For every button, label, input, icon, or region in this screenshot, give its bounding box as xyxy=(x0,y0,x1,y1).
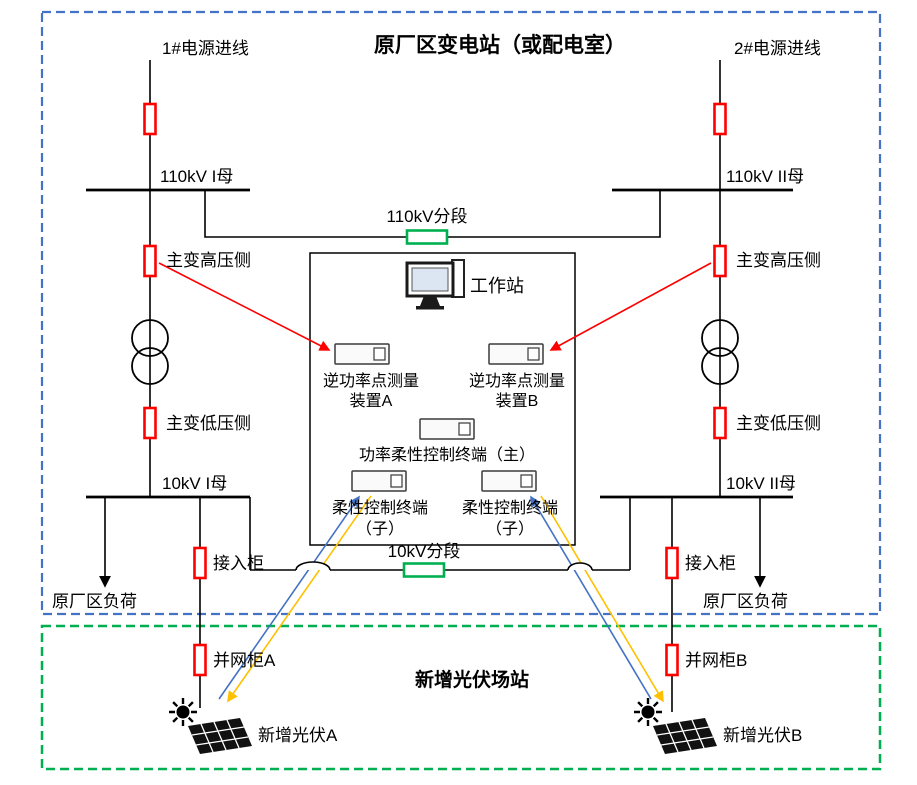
label-pv-b: 新增光伏B xyxy=(723,726,802,745)
pv-icon-b xyxy=(634,698,717,754)
label-master-terminal: 功率柔性控制终端（主） xyxy=(359,446,535,464)
blue-link-a xyxy=(218,495,360,700)
transformer-1 xyxy=(131,319,169,385)
label-meter-b-line2: 装置B xyxy=(496,392,539,410)
label-bus-110kv-1: 110kV I母 xyxy=(160,167,233,186)
yellow-link-b xyxy=(540,495,664,703)
label-meter-a-line2: 装置A xyxy=(350,392,393,410)
substation-title: 原厂区变电站（或配电室） xyxy=(374,33,626,57)
label-hv-side-2: 主变高压侧 xyxy=(736,251,821,270)
pv-icon-a xyxy=(169,698,252,754)
pv-zone-title: 新增光伏场站 xyxy=(415,668,529,691)
label-sub-terminal-b-line1: 柔性控制终端 xyxy=(462,499,558,517)
label-access-cabinet-a: 接入柜 xyxy=(213,554,264,573)
breaker-hv-1 xyxy=(143,244,157,278)
sun-core-icon xyxy=(641,705,655,719)
breaker-lv-1 xyxy=(143,406,157,440)
red-link-a xyxy=(158,262,331,351)
label-hv-side-1: 主变高压侧 xyxy=(166,251,251,270)
wire-hop-right xyxy=(567,562,593,571)
label-grid-cabinet-b: 并网柜B xyxy=(685,651,747,670)
master-terminal-device xyxy=(419,418,475,440)
breaker-lv-2 xyxy=(713,406,727,440)
label-sub-terminal-a-line1: 柔性控制终端 xyxy=(332,499,428,517)
breaker-access-a xyxy=(193,546,207,580)
label-bus-10kv-2: 10kV II母 xyxy=(726,474,796,493)
yellow-link-a xyxy=(227,495,372,703)
blue-link-b xyxy=(530,495,652,700)
label-pv-a: 新增光伏A xyxy=(258,726,338,745)
tie-breaker-10kv xyxy=(402,562,446,578)
label-factory-load-left: 原厂区负荷 xyxy=(52,592,137,611)
label-lv-side-2: 主变低压侧 xyxy=(736,414,821,433)
label-lv-side-1: 主变低压侧 xyxy=(166,414,251,433)
workstation-icon xyxy=(405,259,465,310)
sun-icon xyxy=(634,698,662,726)
label-meter-a-line1: 逆功率点测量 xyxy=(323,372,419,390)
label-factory-load-right: 原厂区负荷 xyxy=(703,592,788,611)
transformer-2 xyxy=(701,319,739,385)
label-section-110kv: 110kV分段 xyxy=(387,207,468,226)
label-sub-terminal-b-line2: （子） xyxy=(486,520,534,538)
red-link-b xyxy=(549,262,712,351)
breaker-incoming-1 xyxy=(143,102,157,136)
breaker-grid-a xyxy=(193,643,207,677)
label-sub-terminal-a-line2: （子） xyxy=(356,520,404,538)
meter-device-a xyxy=(334,343,390,365)
label-meter-b-line1: 逆功率点测量 xyxy=(469,372,565,390)
wire-hop-left xyxy=(295,561,331,571)
label-workstation: 工作站 xyxy=(470,276,524,296)
sub-terminal-device-b xyxy=(481,470,537,492)
label-bus-110kv-2: 110kV II母 xyxy=(726,167,804,186)
label-section-10kv: 10kV分段 xyxy=(388,542,461,561)
label-grid-cabinet-a: 并网柜A xyxy=(213,651,276,670)
meter-device-b xyxy=(488,343,544,365)
sub-terminal-device-a xyxy=(351,470,407,492)
label-bus-10kv-1: 10kV I母 xyxy=(162,474,227,493)
breaker-incoming-2 xyxy=(713,102,727,136)
pv-zone-boundary xyxy=(40,624,882,771)
breaker-hv-2 xyxy=(713,244,727,278)
label-access-cabinet-b: 接入柜 xyxy=(685,554,736,573)
substation-boundary xyxy=(40,10,882,616)
tie-breaker-110kv xyxy=(405,229,449,245)
sun-core-icon xyxy=(176,705,190,719)
sun-icon xyxy=(169,698,197,726)
breaker-access-b xyxy=(665,546,679,580)
label-incoming-2: 2#电源进线 xyxy=(734,39,821,58)
label-incoming-1: 1#电源进线 xyxy=(162,39,249,58)
breaker-grid-b xyxy=(665,643,679,677)
